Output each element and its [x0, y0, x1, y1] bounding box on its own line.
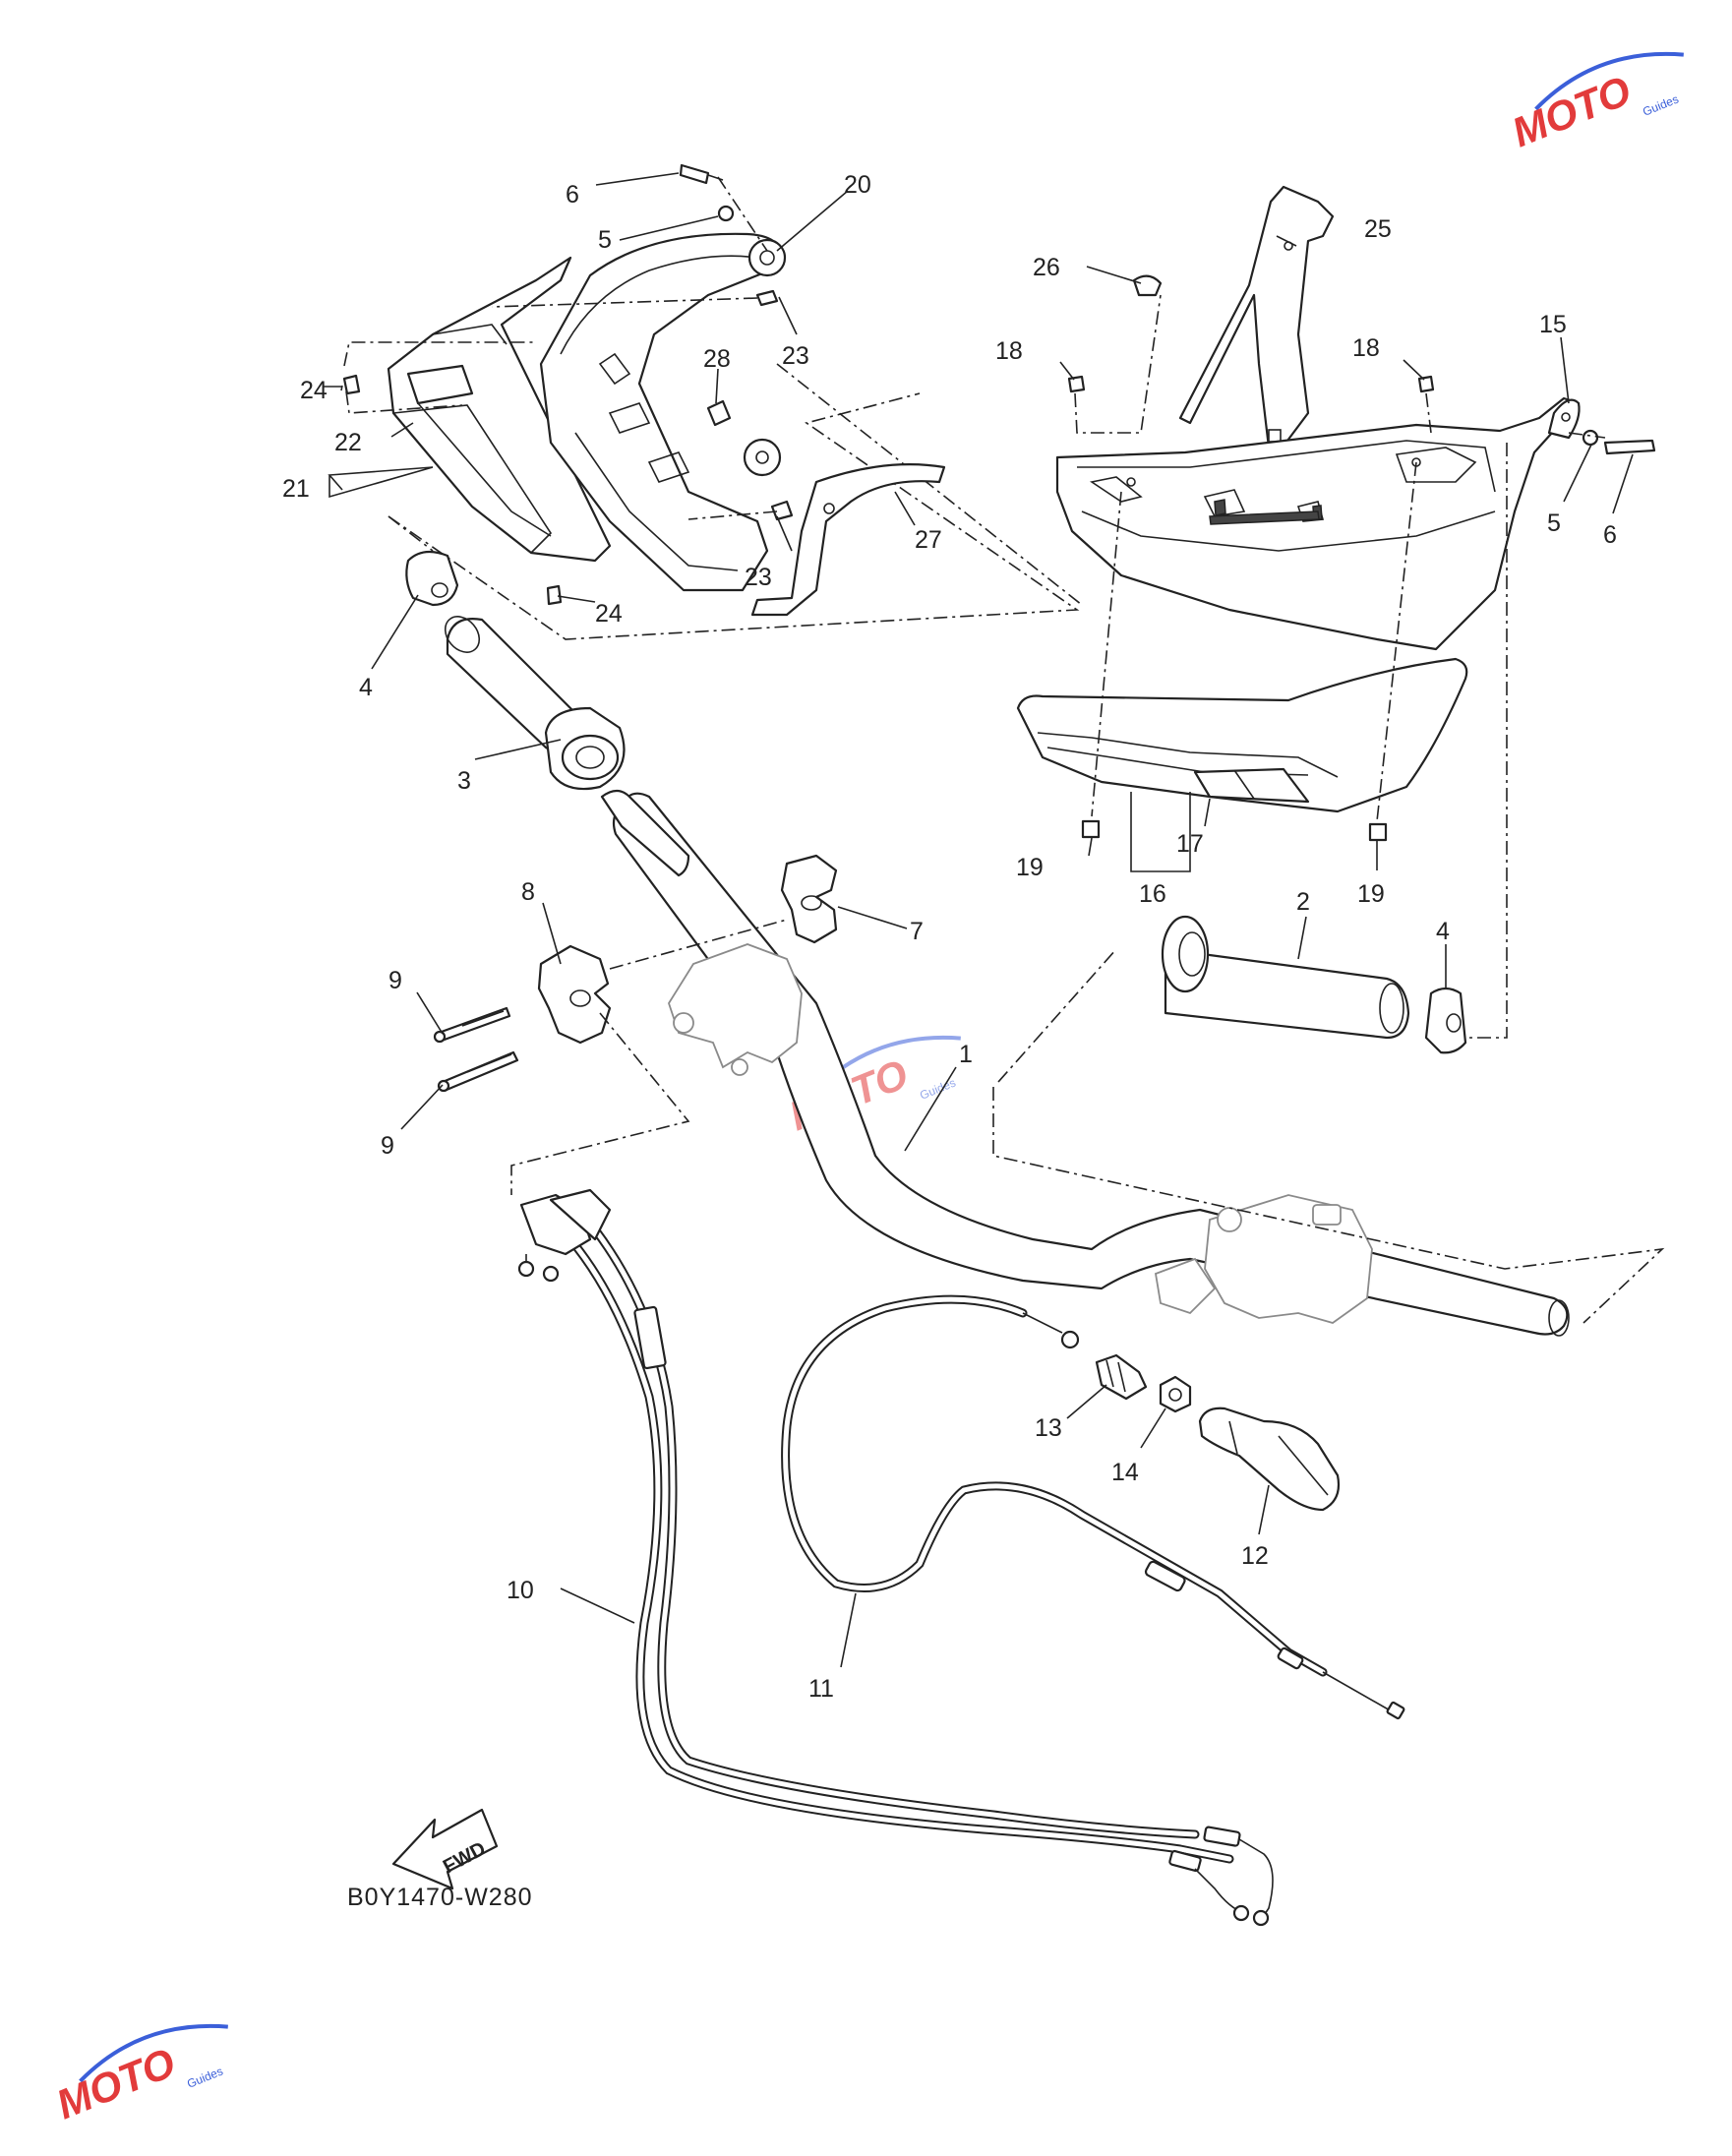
- left-handguard-group: [342, 163, 1083, 640]
- callout-21: 21: [282, 475, 310, 503]
- callout-18-right: 18: [1352, 334, 1380, 362]
- screw-23-bottom: [770, 500, 794, 521]
- end-weight-left: [405, 550, 459, 607]
- right-grip-group: [997, 915, 1467, 1083]
- inner-frame: [539, 232, 784, 592]
- callout-27: 27: [915, 526, 942, 554]
- watermark-bottom-left: MOTO Guides: [50, 2023, 228, 2127]
- callout-6-right: 6: [1603, 521, 1617, 549]
- callout-leaders: [323, 172, 1634, 1668]
- screw-26: [1132, 274, 1163, 297]
- callout-18-left: 18: [995, 337, 1023, 365]
- callout-20: 20: [844, 171, 871, 199]
- clip-24-bottom: [546, 584, 563, 606]
- cable-10: [517, 1188, 1274, 1927]
- callout-19-right: 19: [1357, 880, 1385, 908]
- callout-25: 25: [1364, 215, 1392, 243]
- handlebar-tube: [612, 792, 1569, 1336]
- callout-15: 15: [1539, 311, 1567, 338]
- clip-19-right: [1368, 822, 1388, 842]
- callouts: 6 5 20 23 28 24 22 21 23 27 24 4 3 7 8 9…: [282, 171, 1617, 1703]
- callout-13: 13: [1035, 1414, 1062, 1442]
- callout-7: 7: [910, 918, 924, 945]
- callout-14: 14: [1111, 1459, 1139, 1486]
- callout-24-top: 24: [300, 377, 328, 404]
- callout-9-top: 9: [388, 967, 402, 994]
- washer-5-left: [717, 205, 735, 222]
- watermark-tagline: Guides: [185, 2065, 225, 2091]
- screw-23-top: [755, 289, 779, 307]
- screw-28: [706, 399, 732, 427]
- callout-4-left: 4: [359, 674, 373, 701]
- callout-9-bottom: 9: [381, 1132, 394, 1160]
- bolt-6-left: [679, 163, 710, 185]
- screw-18-left: [1067, 375, 1086, 393]
- callout-10: 10: [507, 1577, 534, 1604]
- bolt-6-right: [1603, 439, 1656, 455]
- cable-boot-12: [1198, 1407, 1341, 1512]
- clip-24-top: [342, 374, 361, 395]
- handguard-lens-cover: [1016, 657, 1468, 813]
- left-grip-group: [388, 515, 690, 877]
- fwd-arrow: FWD: [391, 1808, 499, 1890]
- end-weight-right: [1424, 987, 1467, 1054]
- clamps-group: [433, 854, 838, 1195]
- clip-19-left: [1081, 819, 1101, 839]
- callout-17: 17: [1176, 830, 1204, 858]
- callout-16: 16: [1139, 880, 1166, 908]
- callout-12: 12: [1241, 1542, 1269, 1570]
- diagram-code: B0Y1470-W280: [347, 1884, 533, 1911]
- cable-11-group: [781, 1294, 1405, 1720]
- callout-26: 26: [1033, 254, 1060, 281]
- callout-5-left: 5: [598, 226, 612, 254]
- nut-14: [1159, 1375, 1192, 1413]
- callout-28: 28: [703, 345, 731, 373]
- callout-19-left: 19: [1016, 854, 1044, 881]
- watermark-tagline: Guides: [1641, 92, 1681, 119]
- watermark-top-right: MOTO Guides: [1506, 51, 1684, 155]
- handlebar: [612, 792, 1665, 1337]
- throttle-tube-sleeve: [600, 789, 690, 877]
- callout-24-bottom: 24: [595, 600, 623, 628]
- callout-8: 8: [521, 878, 535, 906]
- callout-1: 1: [959, 1041, 973, 1068]
- callout-6-left: 6: [566, 181, 579, 209]
- clamp-7: [780, 854, 838, 944]
- callout-2: 2: [1296, 888, 1310, 916]
- callout-4-right: 4: [1436, 918, 1450, 945]
- bolt-9-bottom: [441, 1050, 519, 1092]
- handguard-right: [1055, 396, 1581, 651]
- callout-5-right: 5: [1547, 509, 1561, 537]
- grip-right: [1164, 947, 1410, 1040]
- callout-3: 3: [457, 767, 471, 795]
- clamp-8: [537, 944, 612, 1045]
- callout-22: 22: [334, 429, 362, 456]
- bracket: [750, 463, 946, 617]
- right-handguard-group: [1016, 185, 1656, 1039]
- callout-23-bottom: 23: [745, 564, 772, 591]
- callout-11: 11: [808, 1675, 834, 1703]
- screw-18-right: [1417, 375, 1435, 393]
- washer-5-right: [1582, 429, 1599, 447]
- mount-bracket-25: [1178, 185, 1335, 454]
- callout-23-top: 23: [782, 342, 809, 370]
